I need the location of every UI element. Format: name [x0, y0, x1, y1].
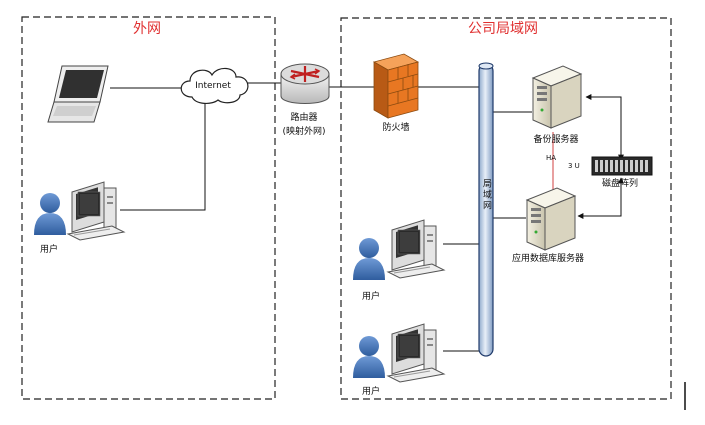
ha-label: HA	[546, 154, 556, 162]
lan-bus-icon	[478, 62, 494, 357]
backup-server-icon	[532, 65, 582, 129]
backup-storage-arrow	[585, 94, 624, 161]
lan-user-2-person-icon	[353, 336, 385, 378]
disk-array-label: 磁盘阵列	[602, 177, 638, 189]
external-user-label: 用户	[40, 243, 58, 255]
router-icon	[280, 63, 330, 104]
backup-server-label: 备份服务器	[533, 133, 578, 145]
lan-zone-title: 公司局域网	[468, 21, 538, 37]
firewall-icon	[372, 53, 420, 119]
internet-label: Internet	[195, 81, 231, 91]
lan-bus-label: 局域网	[481, 178, 492, 211]
lan-user-2-label: 用户	[362, 385, 380, 397]
db-server-icon	[526, 187, 576, 251]
rack-units-label: 3 U	[568, 162, 580, 170]
lan-user-1-person-icon	[353, 238, 385, 280]
lan-user-2-pc-icon	[387, 323, 445, 383]
lan-user-1-label: 用户	[362, 290, 380, 302]
internet-user-link	[120, 100, 206, 211]
firewall-label: 防火墙	[382, 121, 409, 133]
db-storage-arrow	[577, 177, 624, 219]
external-user-person-icon	[34, 193, 66, 235]
db-server-label: 应用数据库服务器	[512, 252, 584, 264]
external-network-zone	[21, 16, 276, 400]
internet-cloud-icon	[180, 67, 249, 104]
laptop-icon	[47, 65, 109, 123]
lan-user-1-pc-icon	[387, 219, 445, 279]
connection-lines	[110, 82, 532, 352]
external-user-pc-icon	[67, 181, 125, 241]
external-network-title: 外网	[133, 21, 161, 37]
storage-links	[577, 94, 624, 219]
lan-zone	[340, 17, 672, 400]
router-sublabel: (映射外网)	[282, 125, 325, 137]
router-label: 路由器	[290, 111, 317, 123]
disk-array-icon	[591, 156, 653, 176]
